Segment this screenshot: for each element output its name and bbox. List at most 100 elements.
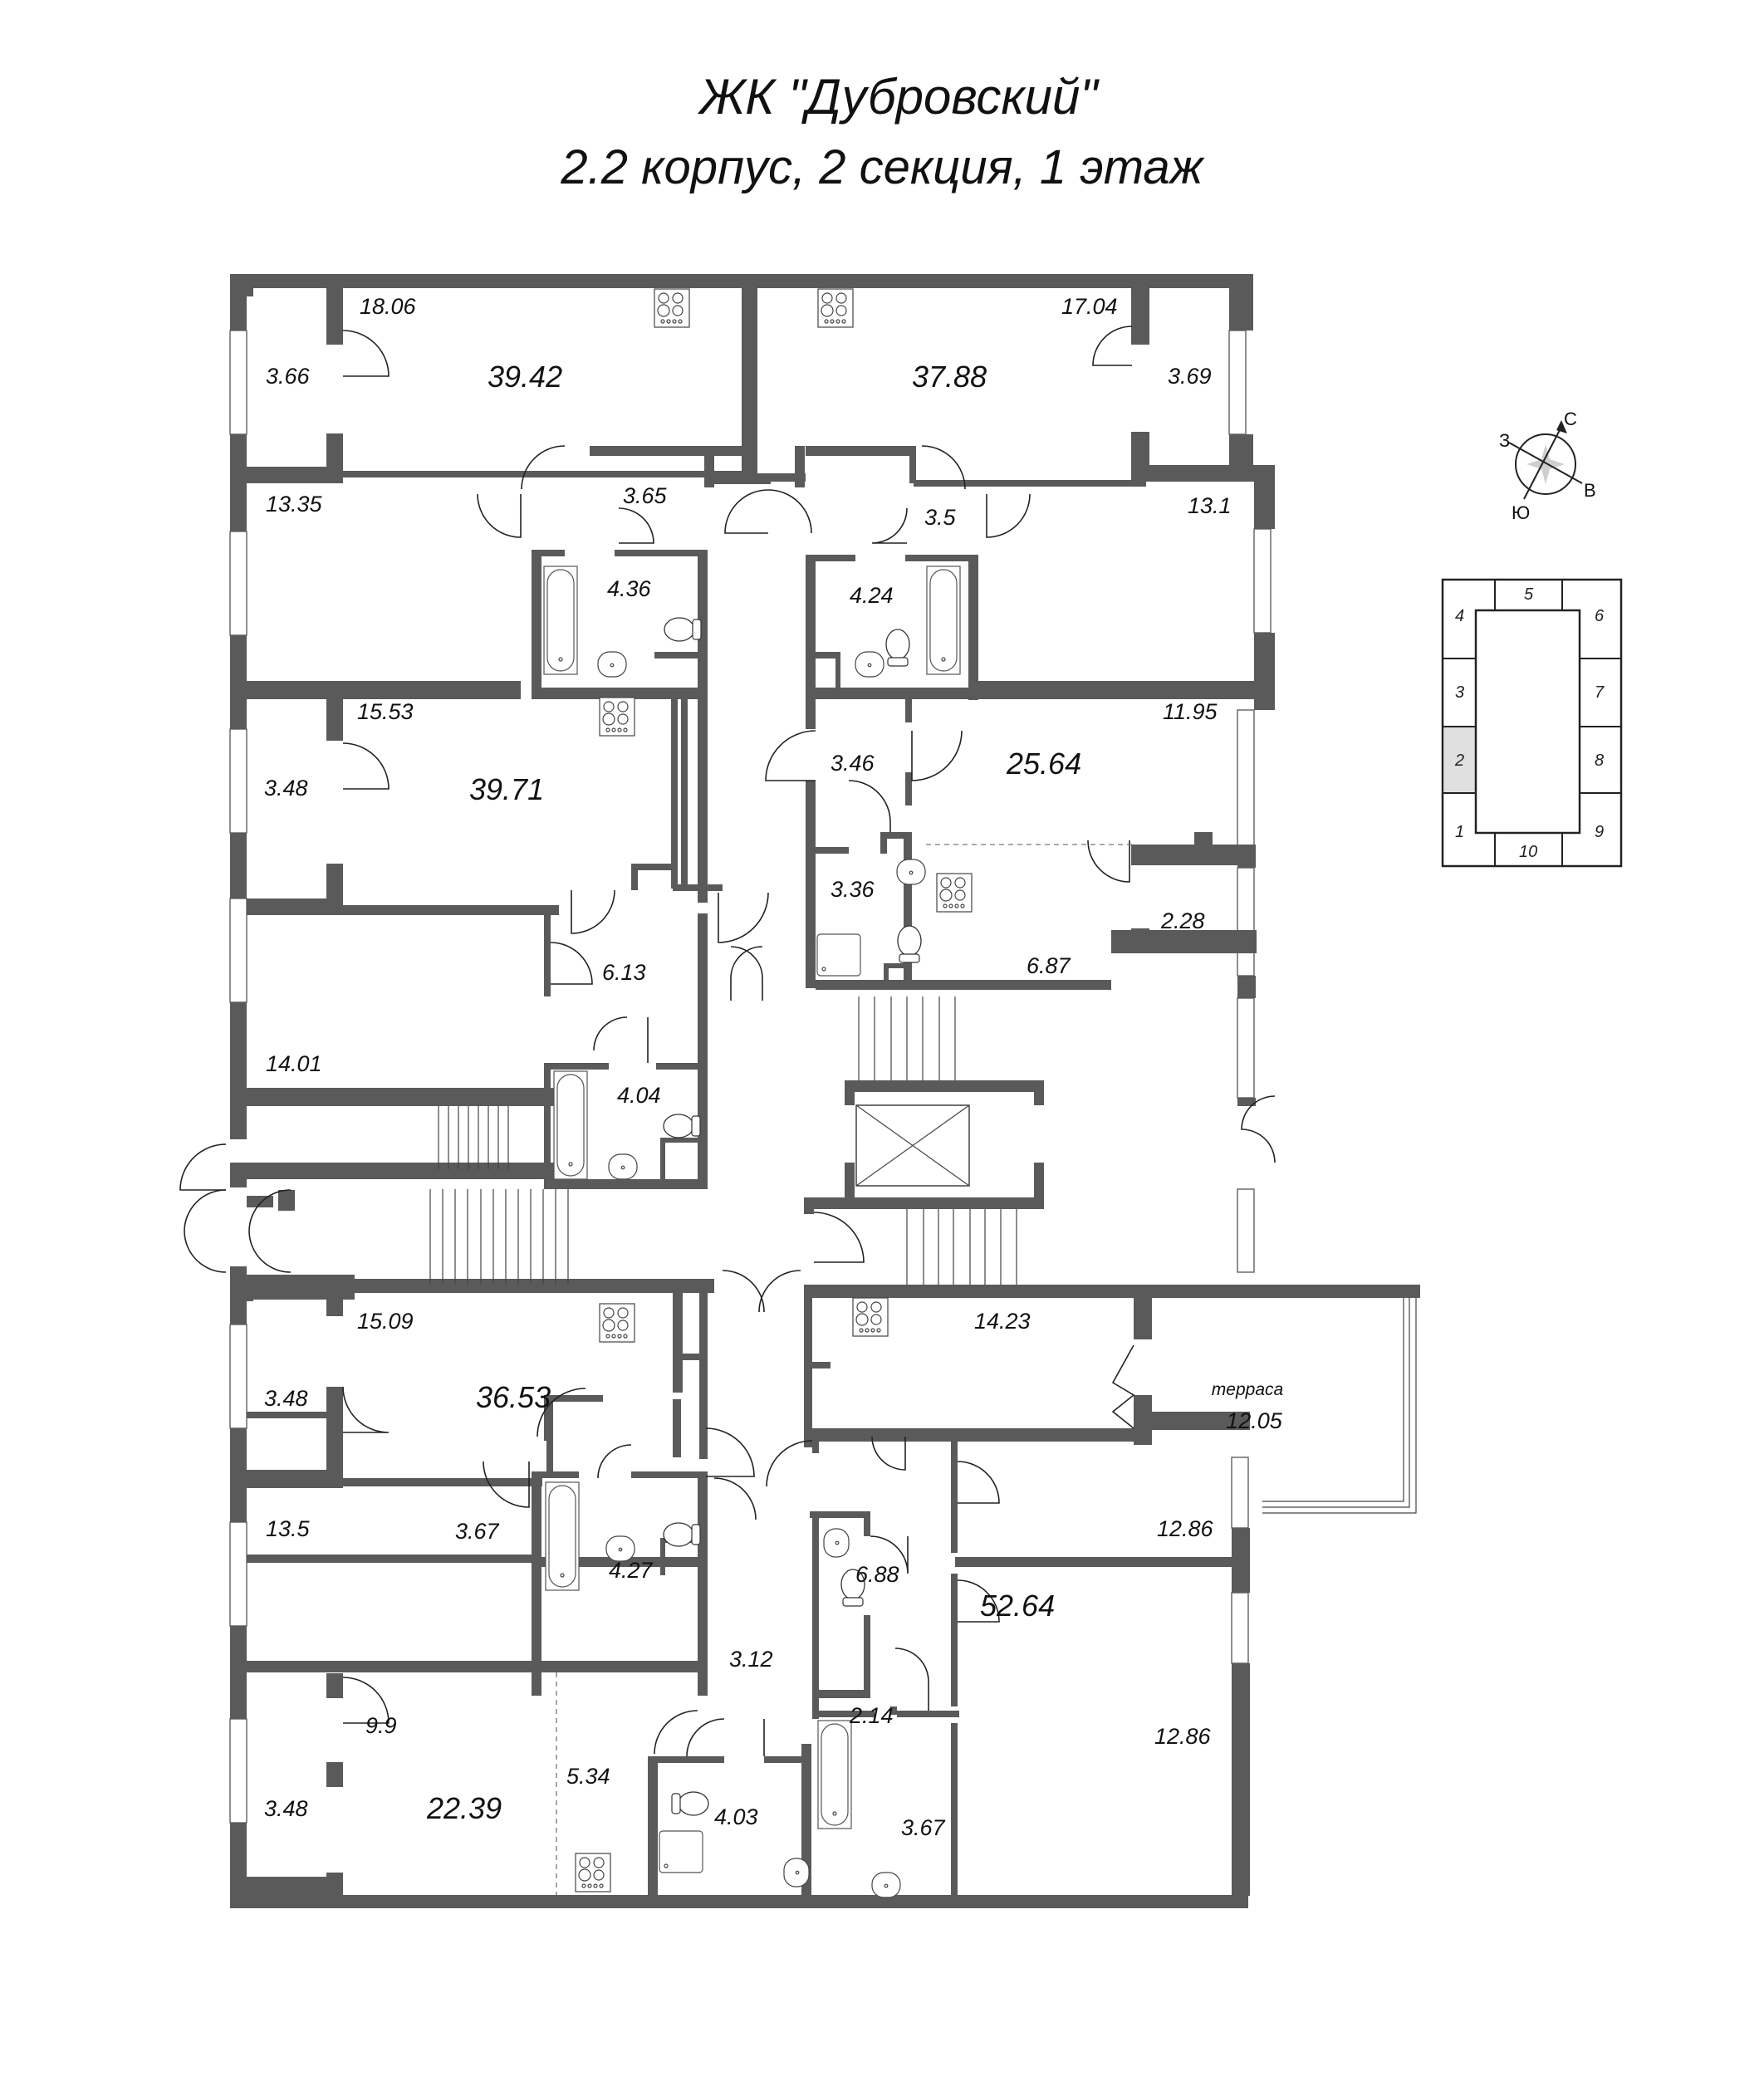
compass-south: Ю bbox=[1512, 502, 1530, 523]
area-hall: 3.12 bbox=[729, 1647, 773, 1672]
section-label: 5 bbox=[1524, 585, 1534, 604]
toilet-icon bbox=[897, 925, 922, 963]
sink-icon bbox=[597, 651, 627, 678]
area-bedroom: 13.1 bbox=[1188, 493, 1232, 518]
compass-west: З bbox=[1499, 430, 1510, 451]
compass-rose: С З В Ю bbox=[1499, 409, 1596, 523]
toilet-icon bbox=[663, 1522, 701, 1547]
apartment-total-area: 25.64 bbox=[1006, 747, 1081, 781]
stairs bbox=[429, 996, 1017, 1285]
toilet-icon bbox=[671, 1791, 709, 1816]
area-balcony: 3.48 bbox=[264, 1386, 308, 1411]
elevator-shaft bbox=[855, 1104, 970, 1187]
bathtub-icon bbox=[543, 566, 578, 675]
section-label: 7 bbox=[1595, 683, 1605, 702]
terrace-label: терраса bbox=[1212, 1380, 1283, 1399]
apartment-total-area: 52.64 bbox=[980, 1589, 1055, 1623]
shower-icon bbox=[659, 1830, 703, 1873]
area-bath: 3.67 bbox=[901, 1815, 946, 1840]
area-balcony: 3.48 bbox=[264, 1796, 308, 1821]
area-kitchen: 18.06 bbox=[360, 294, 417, 319]
area-living: 11.95 bbox=[1163, 699, 1218, 724]
area-kitchen: 5.34 bbox=[566, 1764, 610, 1789]
stove-icon bbox=[936, 873, 973, 913]
section-label: 3 bbox=[1455, 683, 1464, 702]
section-label: 10 bbox=[1519, 843, 1537, 861]
area-bath: 3.36 bbox=[831, 877, 875, 902]
bathtub-icon bbox=[817, 1720, 852, 1829]
north-arrow-icon bbox=[1556, 420, 1567, 433]
area-hall: 6.13 bbox=[602, 960, 646, 985]
compass-ns-line bbox=[1523, 426, 1562, 500]
area-kitchen: 17.04 bbox=[1061, 294, 1118, 319]
apartment-total-area: 39.71 bbox=[469, 772, 544, 806]
area-living: 9.9 bbox=[365, 1713, 397, 1738]
area-balcony: 2.28 bbox=[1160, 908, 1205, 933]
area-kitchen: 6.87 bbox=[1027, 953, 1071, 978]
area-kitchen: 15.09 bbox=[357, 1309, 414, 1334]
stove-icon bbox=[575, 1853, 611, 1892]
bathtub-icon bbox=[926, 566, 961, 675]
area-bedroom: 13.35 bbox=[266, 492, 323, 517]
toilet-icon bbox=[885, 629, 910, 667]
area-bedroom: 13.5 bbox=[266, 1516, 311, 1541]
bathtub-icon bbox=[553, 1070, 588, 1180]
area-hall: 6.88 bbox=[855, 1562, 899, 1587]
apartment-total-area: 36.53 bbox=[476, 1380, 551, 1414]
windows bbox=[229, 330, 1272, 1824]
area-bath: 4.24 bbox=[850, 583, 894, 608]
floor-subtitle: 2.2 корпус, 2 секция, 1 этаж bbox=[561, 140, 1203, 194]
sink-icon bbox=[783, 1858, 810, 1887]
section-label: 6 bbox=[1595, 607, 1605, 625]
area-bath: 4.27 bbox=[609, 1558, 654, 1583]
area-bath: 4.03 bbox=[714, 1804, 758, 1829]
stove-icon bbox=[654, 288, 690, 328]
compass-star-icon bbox=[1526, 444, 1565, 484]
apartment-total-area: 22.39 bbox=[426, 1791, 502, 1825]
sink-icon bbox=[608, 1153, 638, 1180]
sink-icon bbox=[871, 1872, 901, 1898]
area-hall: 3.5 bbox=[924, 505, 957, 530]
toilet-icon bbox=[664, 617, 702, 642]
compass-east: В bbox=[1584, 480, 1596, 501]
area-hall: 3.46 bbox=[831, 751, 875, 776]
area-bath: 4.04 bbox=[617, 1083, 661, 1108]
complex-title: ЖК "Дубровский" bbox=[699, 69, 1098, 125]
area-terrace: 12.05 bbox=[1226, 1408, 1283, 1433]
section-map: 1 2 3 4 5 6 7 8 9 10 bbox=[1441, 578, 1623, 868]
area-hall: 3.67 bbox=[455, 1519, 500, 1544]
toilet-icon bbox=[663, 1114, 701, 1138]
section-highlight bbox=[1444, 727, 1476, 793]
section-label-current: 2 bbox=[1454, 752, 1464, 770]
stove-icon bbox=[599, 1303, 635, 1343]
area-kitchen: 14.23 bbox=[974, 1309, 1031, 1334]
area-bedroom: 14.01 bbox=[266, 1051, 322, 1076]
stove-icon bbox=[817, 288, 854, 328]
stove-icon bbox=[852, 1297, 889, 1337]
sink-icon bbox=[896, 859, 926, 885]
area-bedroom: 12.86 bbox=[1157, 1516, 1214, 1541]
apartment-total-area: 39.42 bbox=[488, 360, 562, 394]
bathtub-icon bbox=[545, 1481, 580, 1591]
area-balcony: 3.48 bbox=[264, 776, 308, 801]
section-label: 8 bbox=[1595, 752, 1604, 770]
section-label: 1 bbox=[1455, 823, 1464, 841]
doors bbox=[179, 326, 1276, 1757]
sink-icon bbox=[855, 651, 884, 678]
area-hall: 3.65 bbox=[623, 483, 668, 508]
apartment-total-area: 37.88 bbox=[912, 360, 987, 394]
compass-north: С bbox=[1564, 409, 1577, 429]
compass-ew-line bbox=[1508, 442, 1583, 484]
stove-icon bbox=[599, 697, 635, 737]
section-label: 4 bbox=[1455, 607, 1464, 625]
sink-icon bbox=[823, 1528, 850, 1558]
section-label: 9 bbox=[1595, 823, 1604, 841]
area-bath: 4.36 bbox=[607, 576, 652, 601]
room-labels: 18.06 39.42 3.66 13.35 3.65 4.36 17.04 3… bbox=[264, 294, 1283, 1840]
area-wc: 2.14 bbox=[849, 1703, 894, 1728]
area-balcony: 3.69 bbox=[1168, 364, 1212, 389]
area-balcony: 3.66 bbox=[266, 364, 311, 389]
area-kitchen: 15.53 bbox=[357, 699, 414, 724]
area-bedroom: 12.86 bbox=[1154, 1724, 1212, 1749]
